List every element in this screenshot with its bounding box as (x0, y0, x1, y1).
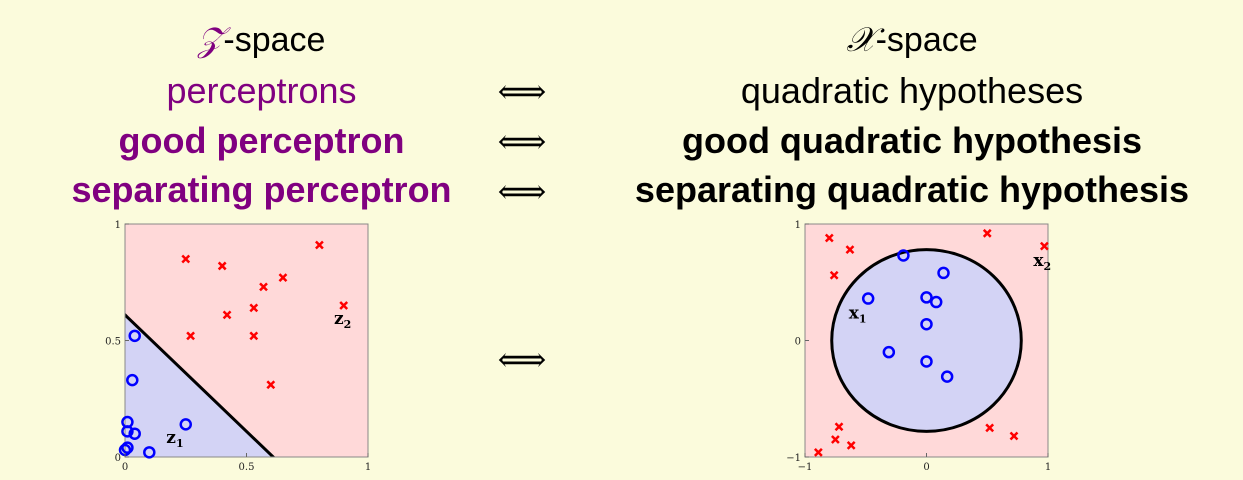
z-chart-decision-boundary (125, 312, 276, 457)
row-3-right: separating quadratic hypothesis (634, 169, 1190, 210)
x-chart-point-x (1039, 241, 1049, 251)
z-chart-point-x (181, 254, 191, 264)
z-chart-point-x (186, 331, 195, 341)
x-chart-label-x1: x1 (849, 303, 867, 325)
z-chart-point-o (128, 427, 141, 440)
x-chart-point-o (920, 317, 933, 331)
z-chart-label-z2: z2 (334, 309, 351, 331)
chart-arrow: ⟺ (497, 340, 547, 380)
z-space-suffix: -space (223, 21, 326, 59)
row-1-right: quadratic hypotheses (740, 70, 1084, 111)
x-chart-point-o (937, 266, 950, 280)
x-chart-point-o (940, 370, 954, 383)
x-chart-point-x (1009, 431, 1019, 441)
z-chart-ytick-label: 0.5 (105, 337, 121, 348)
z-chart-point-o (121, 425, 134, 438)
x-chart-point-x (985, 423, 995, 433)
z-chart-xtick-label: 1 (365, 462, 371, 473)
x-space-suffix: -space (875, 21, 978, 59)
z-chart-point-x (249, 331, 259, 341)
x-chart-point-x (824, 233, 834, 243)
row-1-arrow: ⟺ (497, 72, 547, 112)
x-chart-ytick-label: −1 (786, 453, 801, 464)
x-chart-point-x (845, 245, 855, 255)
x-chart-xtick-label: −1 (798, 462, 813, 473)
z-chart-point-x (339, 301, 349, 310)
z-chart-point-x (222, 310, 232, 320)
x-chart-xtick-label: 1 (1045, 462, 1051, 473)
row-1-left: perceptrons (166, 70, 357, 111)
z-chart-xtick-label: 0 (122, 462, 128, 473)
x-chart-point-x (846, 440, 856, 450)
x-space-symbol: 𝒳 (846, 20, 876, 60)
z-chart-point-x (249, 303, 259, 313)
z-chart-xtick-label: 0.5 (239, 462, 255, 473)
z-chart-point-x (315, 240, 324, 250)
x-chart-point-x (830, 435, 840, 444)
x-space-header: 𝒳-space (592, 18, 1232, 62)
x-chart-point-o (897, 249, 910, 262)
x-chart-ytick-label: 1 (795, 220, 801, 231)
row-2-right: good quadratic hypothesis (681, 120, 1143, 161)
x-chart-ytick-label: 0 (795, 337, 801, 348)
z-space-symbol: 𝒵 (197, 20, 224, 60)
x-chart-xtick-label: 0 (923, 462, 929, 473)
x-chart-decision-boundary (830, 248, 1023, 433)
row-2-arrow: ⟺ (497, 122, 547, 162)
z-chart-ytick-label: 1 (115, 220, 121, 231)
x-chart-point-o (861, 292, 875, 305)
z-chart-point-x (266, 380, 276, 390)
z-space-chart: z2 z1 0 0.5 1 0 0.5 1 (105, 220, 371, 473)
z-chart-point-o (121, 441, 134, 454)
z-chart-point-o (128, 329, 141, 343)
z-chart-point-x (259, 282, 268, 292)
z-chart-ytick-label: 0 (115, 453, 121, 464)
x-chart-point-x (813, 447, 823, 457)
row-3-left: separating perceptron (71, 169, 452, 210)
z-chart-plot-area (125, 224, 368, 457)
x-chart-point-o (929, 295, 943, 309)
row-2-left: good perceptron (118, 120, 405, 161)
z-chart-point-o (126, 373, 139, 387)
x-chart-point-o (920, 355, 933, 368)
z-chart-point-x (278, 273, 288, 282)
z-chart-label-z1: z1 (166, 428, 183, 450)
x-chart-point-o (882, 345, 896, 359)
z-chart-point-o (143, 446, 156, 459)
x-space-chart: x2 x1 −1 0 1 −1 0 1 (786, 220, 1051, 473)
row-3-arrow: ⟺ (497, 172, 547, 212)
x-chart-point-x (829, 270, 839, 280)
x-chart-point-x (834, 422, 844, 432)
x-chart-point-x (982, 228, 992, 238)
x-chart-plot-area (805, 224, 1048, 457)
z-chart-point-o (179, 418, 192, 431)
z-space-header: 𝒵-space (0, 18, 523, 62)
z-chart-point-x (217, 261, 227, 271)
x-chart-label-x2: x2 (1033, 251, 1051, 273)
x-chart-point-o (920, 291, 933, 304)
